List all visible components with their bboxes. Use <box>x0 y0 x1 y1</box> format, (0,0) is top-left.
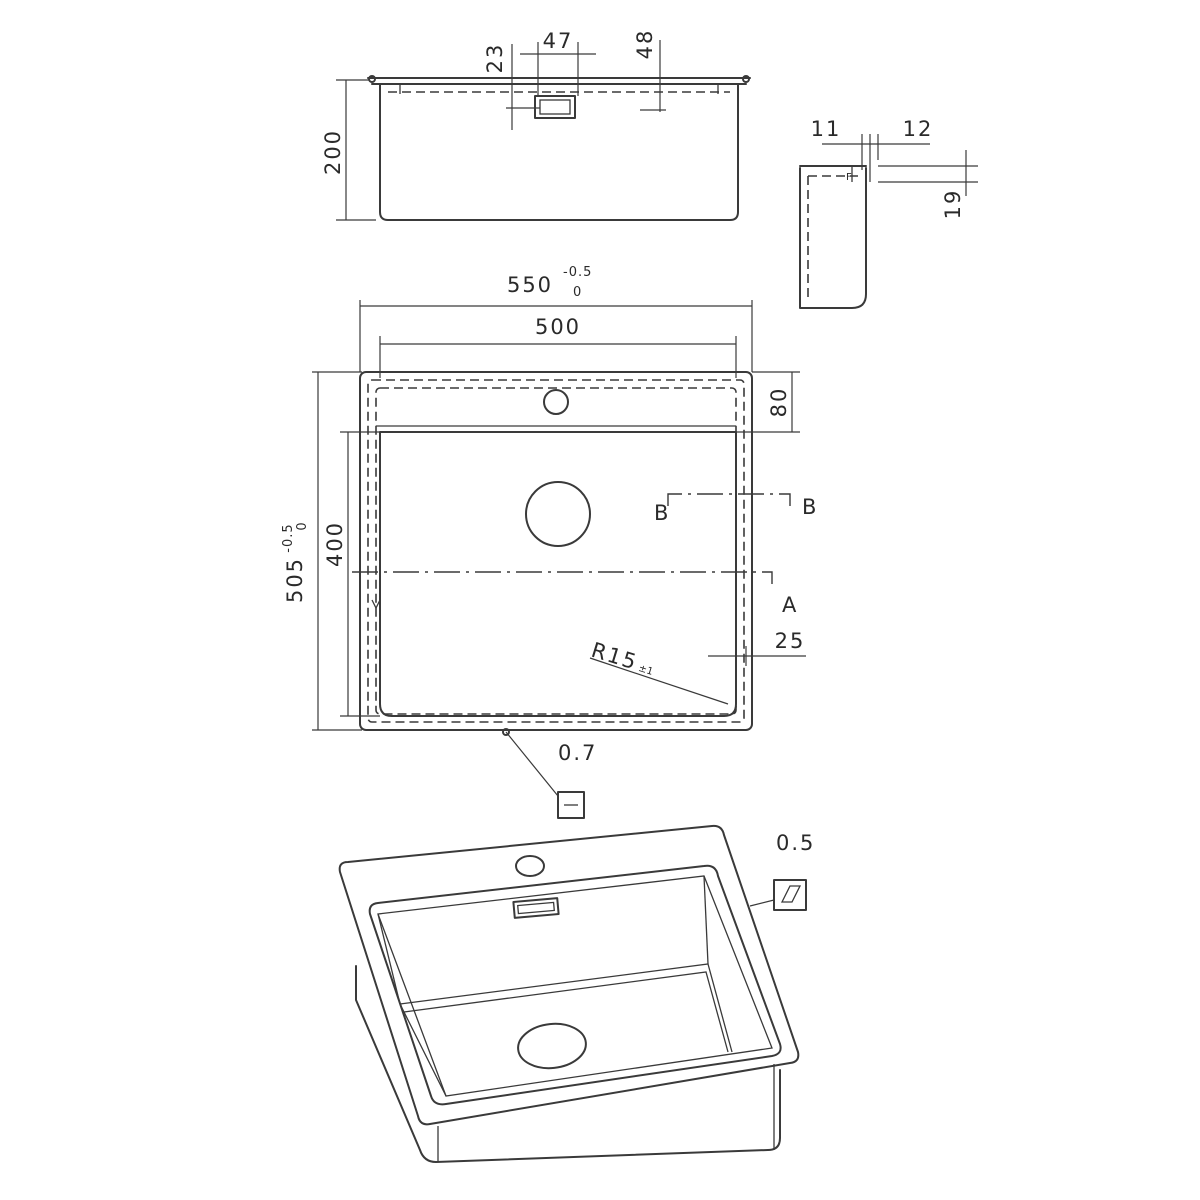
detail-left-label: 11 <box>811 117 842 141</box>
section-detail: F 11 12 19 <box>799 117 978 309</box>
detail-height-label: 19 <box>941 189 965 220</box>
flatness-symbol-box <box>557 791 585 819</box>
overall-depth-tol-upper: -0.5 <box>281 523 296 552</box>
svg-text:F: F <box>846 172 852 183</box>
corner-radius-label: R15 <box>589 638 641 675</box>
side-height-label: 200 <box>321 129 345 175</box>
side-view: 200 47 23 48 <box>321 29 751 221</box>
overall-depth-label: 505 <box>283 557 307 603</box>
section-a-label: A <box>782 593 798 617</box>
wall-offset-label: 25 <box>775 629 806 653</box>
drain-hole <box>525 481 591 547</box>
overall-depth-tol-lower: 0 <box>295 521 310 530</box>
section-b-right-label: B <box>802 495 818 519</box>
bowl-width-label: 500 <box>535 315 581 339</box>
overall-width-label: 550 <box>507 273 553 297</box>
profile-symbol-box <box>773 879 807 911</box>
tap-hole <box>543 389 569 415</box>
deck-depth-label: 80 <box>767 387 791 418</box>
detail-right-label: 12 <box>903 117 934 141</box>
overflow-slot <box>534 95 576 119</box>
section-b-left-label: B <box>654 501 670 525</box>
overall-width-tol-lower: 0 <box>573 285 582 300</box>
overflow-offset-label: 23 <box>483 43 507 74</box>
corner-radius-tol: ±1 <box>637 663 654 678</box>
perspective-view: 0.5 <box>338 824 815 1163</box>
perspective-overflow <box>512 897 560 919</box>
flatness-value-label: 0.7 <box>558 741 597 765</box>
perspective-drain <box>517 1022 587 1070</box>
plan-view: 550 -0.5 0 500 B B A 505 -0.5 0 <box>281 265 818 819</box>
perspective-tap-hole <box>515 855 545 877</box>
profile-value-label: 0.5 <box>776 831 815 855</box>
overflow-depth-label: 48 <box>633 29 657 60</box>
bowl-depth-label: 400 <box>323 521 347 567</box>
overflow-width-label: 47 <box>543 29 574 53</box>
overall-width-tol-upper: -0.5 <box>563 265 592 280</box>
